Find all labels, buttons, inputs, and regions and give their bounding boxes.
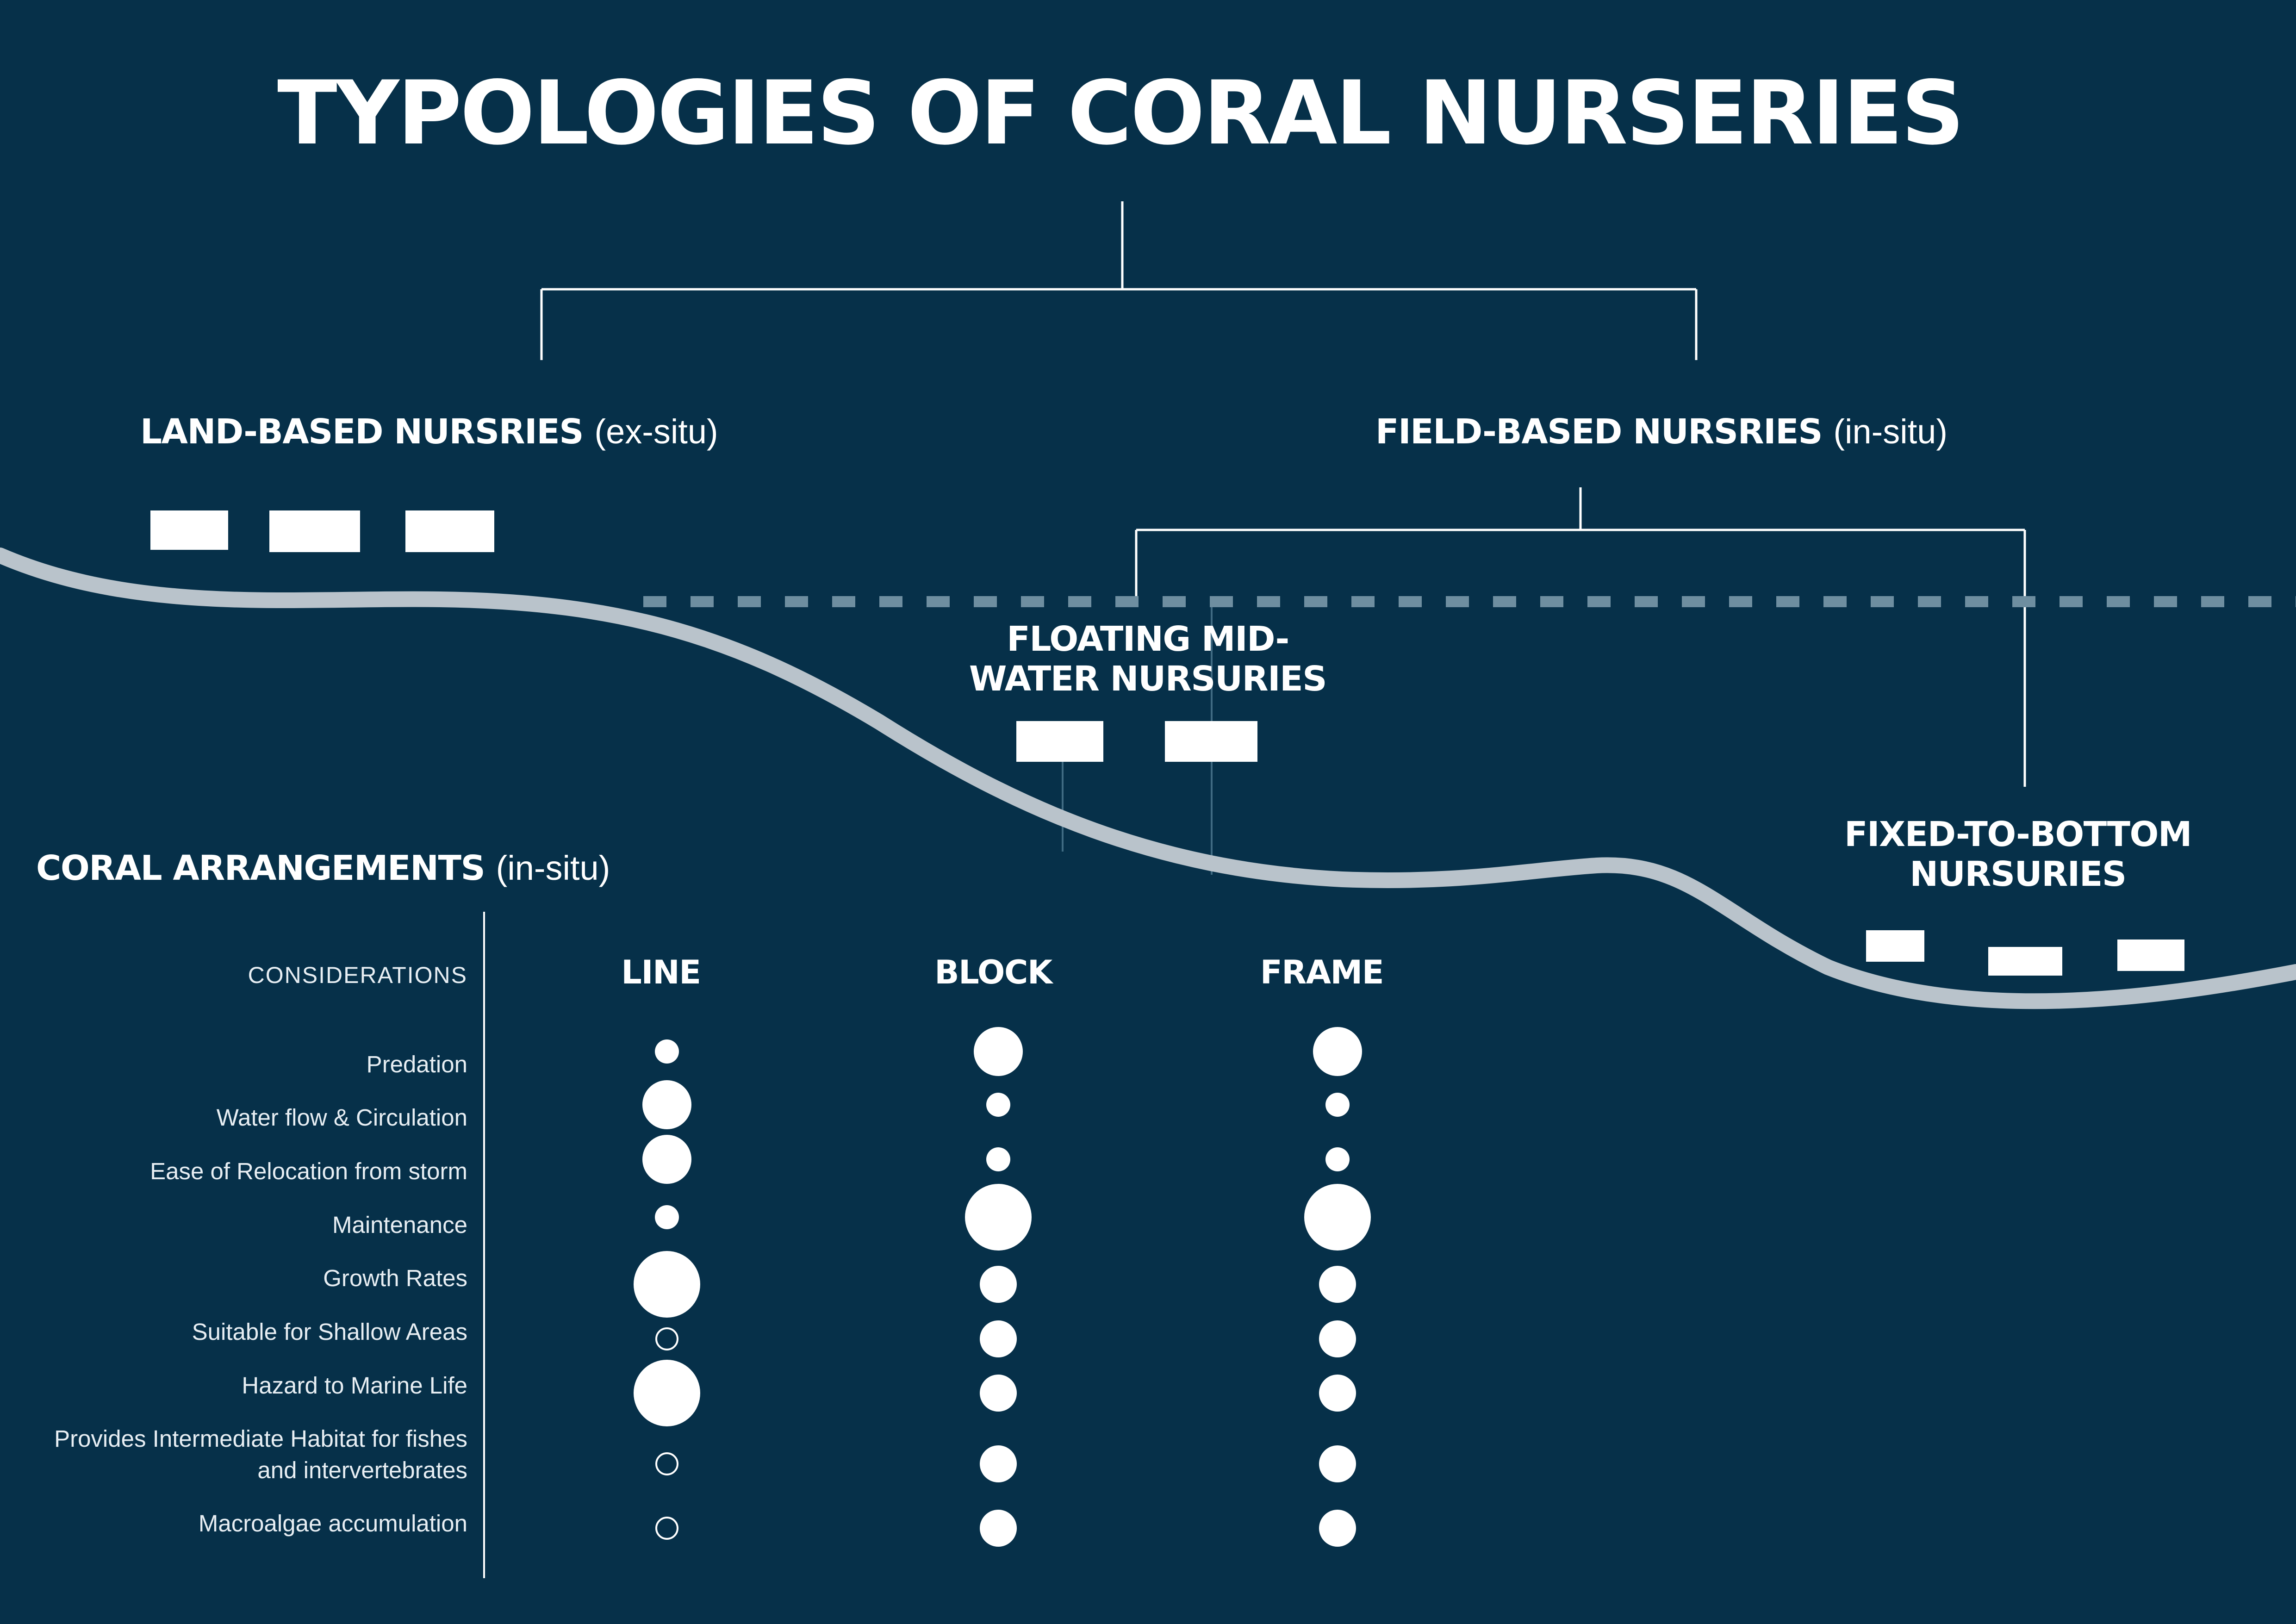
consideration-label: Water flow & Circulation [216, 1104, 467, 1131]
rating-circle-frame [1319, 1445, 1356, 1482]
rating-circle-block [986, 1147, 1010, 1171]
rating-circle-frame [1325, 1093, 1350, 1117]
rating-circle-line [655, 1205, 679, 1229]
nursery-icons [150, 510, 2184, 976]
rating-circle-line [634, 1251, 700, 1318]
rating-circle-line [655, 1452, 678, 1475]
connector-title-to-categories [540, 201, 1698, 360]
floating-nursery-icon [1016, 721, 1103, 762]
rating-circle-block [980, 1510, 1017, 1547]
column-header-line: LINE [621, 953, 701, 991]
rating-circle-frame [1325, 1147, 1350, 1171]
rating-circle-block [980, 1320, 1017, 1357]
arrangements-qualifier: (in-situ) [496, 849, 610, 887]
column-header-block: BLOCK [934, 953, 1052, 991]
rating-circle-frame [1319, 1320, 1356, 1357]
rating-circle-block [980, 1445, 1017, 1482]
arrangements-heading: CORAL ARRANGEMENTS (in-situ) [36, 848, 610, 888]
seabed-profile [0, 548, 2296, 1009]
rating-circle-line [655, 1039, 679, 1064]
rating-circle-line [642, 1080, 691, 1129]
land-based-heading: LAND-BASED NURSRIES (ex-situ) [140, 412, 718, 452]
rating-circle-frame [1304, 1184, 1371, 1251]
rating-circle-line [642, 1135, 691, 1184]
rating-circle-block [986, 1093, 1010, 1117]
consideration-label: Provides Intermediate Habitat for fishes… [54, 1425, 467, 1483]
land-based-qualifier: (ex-situ) [594, 412, 718, 451]
rating-circle-block [980, 1375, 1017, 1412]
fixed-nursery-icon [1988, 947, 2062, 976]
rating-circle-line [634, 1360, 700, 1426]
fixed-heading: FIXED-TO-BOTTOM NURSURIES [1844, 815, 2192, 894]
rating-circle-block [980, 1266, 1017, 1303]
page-title: TYPOLOGIES OF CORAL NURSERIES [277, 62, 1965, 164]
fixed-nursery-icon [1866, 930, 1924, 962]
land-nursery-icon [150, 510, 228, 550]
rating-markers [634, 1027, 1371, 1547]
hierarchy-connectors [540, 201, 2026, 787]
land-nursery-icon [405, 510, 494, 552]
floating-heading: FLOATING MID-WATER NURSURIES [969, 619, 1327, 699]
land-nursery-icon [269, 510, 360, 552]
considerations-header: CONSIDERATIONS [248, 962, 467, 988]
land-based-name: LAND-BASED NURSRIES [140, 412, 584, 452]
rating-circle-line [655, 1517, 678, 1540]
consideration-label: Macroalgae accumulation [198, 1510, 467, 1537]
connector-field-to-subtypes [1135, 487, 2026, 787]
rating-circle-frame [1313, 1027, 1362, 1076]
field-based-qualifier: (in-situ) [1833, 412, 1948, 451]
rating-circle-frame [1319, 1266, 1356, 1303]
consideration-label: Suitable for Shallow Areas [192, 1319, 467, 1345]
consideration-label: Maintenance [332, 1212, 467, 1238]
fixed-nursery-icon [2117, 940, 2184, 971]
rating-circle-block [974, 1027, 1023, 1076]
floating-nursery-icon [1165, 721, 1257, 762]
consideration-label: Predation [366, 1051, 467, 1077]
consideration-label: Growth Rates [323, 1265, 467, 1291]
field-based-heading: FIELD-BASED NURSRIES (in-situ) [1375, 412, 1948, 452]
rating-circle-frame [1319, 1510, 1356, 1547]
consideration-label: Hazard to Marine Life [242, 1372, 467, 1399]
rating-circle-block [965, 1184, 1032, 1251]
field-based-name: FIELD-BASED NURSRIES [1375, 412, 1823, 452]
column-header-frame: FRAME [1260, 953, 1384, 991]
consideration-label: Ease of Relocation from storm [150, 1158, 467, 1184]
rating-circle-line [655, 1327, 678, 1350]
rating-circle-frame [1319, 1375, 1356, 1412]
arrangements-name: CORAL ARRANGEMENTS [36, 848, 485, 888]
